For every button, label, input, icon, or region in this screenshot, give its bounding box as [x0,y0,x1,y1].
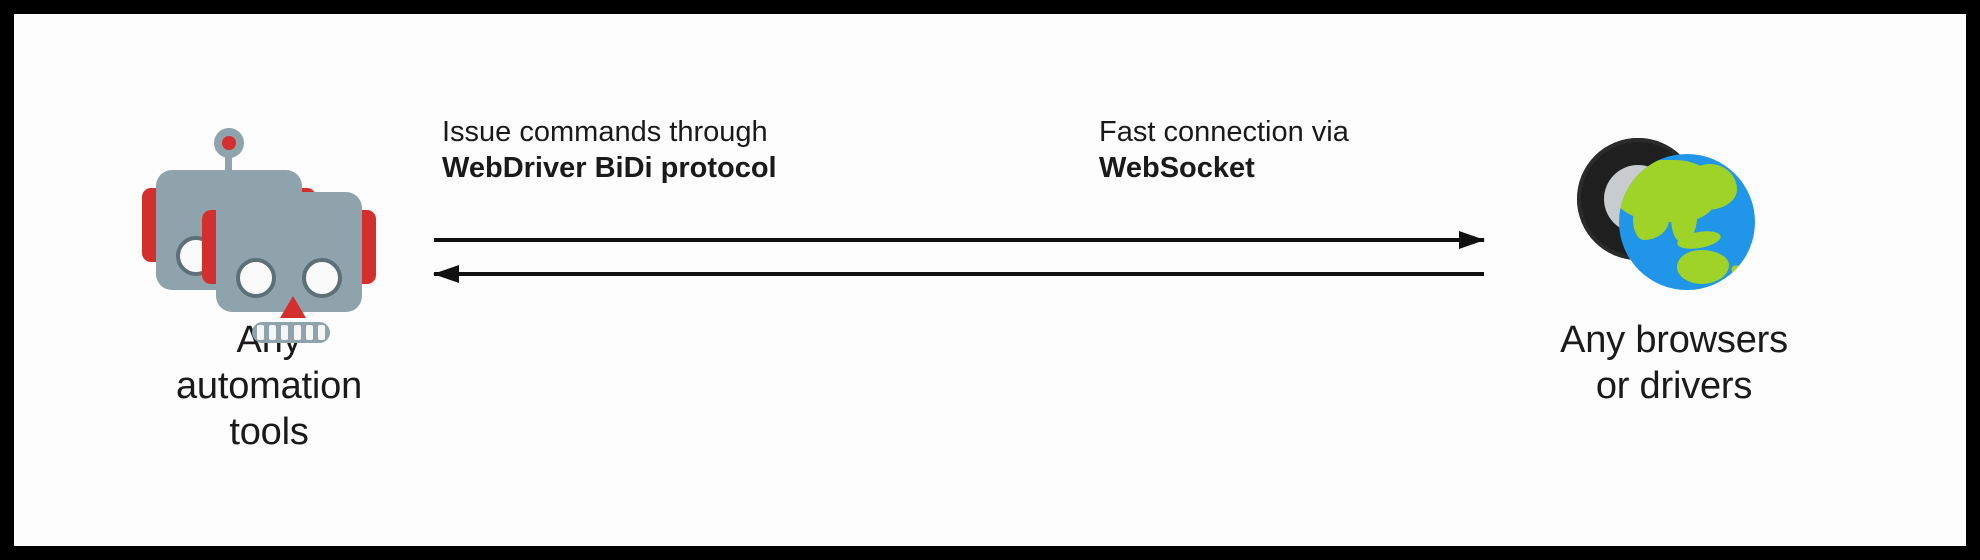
caption-inbound-line2: WebSocket [1099,152,1255,184]
robot-tooth [269,325,277,340]
robot-icon [142,128,384,343]
node-browsers-drivers-label: Any browsers or drivers [1484,317,1864,409]
arrow-head-right-icon [1459,231,1485,249]
node-automation-tools: Any automation tools [114,128,424,455]
label-line: Any browsers [1560,319,1788,361]
caption-outbound: Issue commands through WebDriver BiDi pr… [442,114,777,186]
robot-tooth [257,325,264,340]
globe-landmass-east-asia [1685,164,1737,210]
globe-landmass-australia [1677,250,1729,284]
globe-showing-asia-australia-icon [1619,154,1755,290]
diagram-inner-surface: Any automation tools Issue commands thro… [14,14,1966,546]
caption-inbound-line1: Fast connection via [1099,116,1349,148]
robot-eye-right [302,258,342,298]
robot-tooth [317,325,325,340]
robot-antenna-light [222,136,236,150]
node-automation-tools-label: Any automation tools [114,317,424,455]
globe-landmass-india [1633,206,1669,240]
browsers-drivers-icon-group [1559,134,1789,299]
caption-outbound-line2: WebDriver BiDi protocol [442,152,777,184]
connection-arrows [433,230,1485,290]
globe-landmass-new-zealand [1729,263,1747,279]
robot-antenna-stem [225,140,232,178]
robot-tooth [293,325,301,340]
label-line: or drivers [1595,365,1753,407]
robot-front-icon [202,156,376,343]
label-line: automation [175,365,362,407]
robot-nose [280,296,306,318]
caption-outbound-line1: Issue commands through [442,116,768,148]
robot-tooth [281,325,289,340]
label-line: tools [229,411,309,453]
arrow-head-left-icon [433,265,459,283]
robot-mouth [252,322,330,343]
arrow-inbound [433,265,1484,283]
caption-inbound: Fast connection via WebSocket [1099,114,1349,186]
arrow-outbound [434,231,1485,249]
node-browsers-drivers: Any browsers or drivers [1484,134,1864,409]
robot-tooth [305,325,313,340]
robot-eye-left [236,258,276,298]
robot-head [216,192,362,343]
